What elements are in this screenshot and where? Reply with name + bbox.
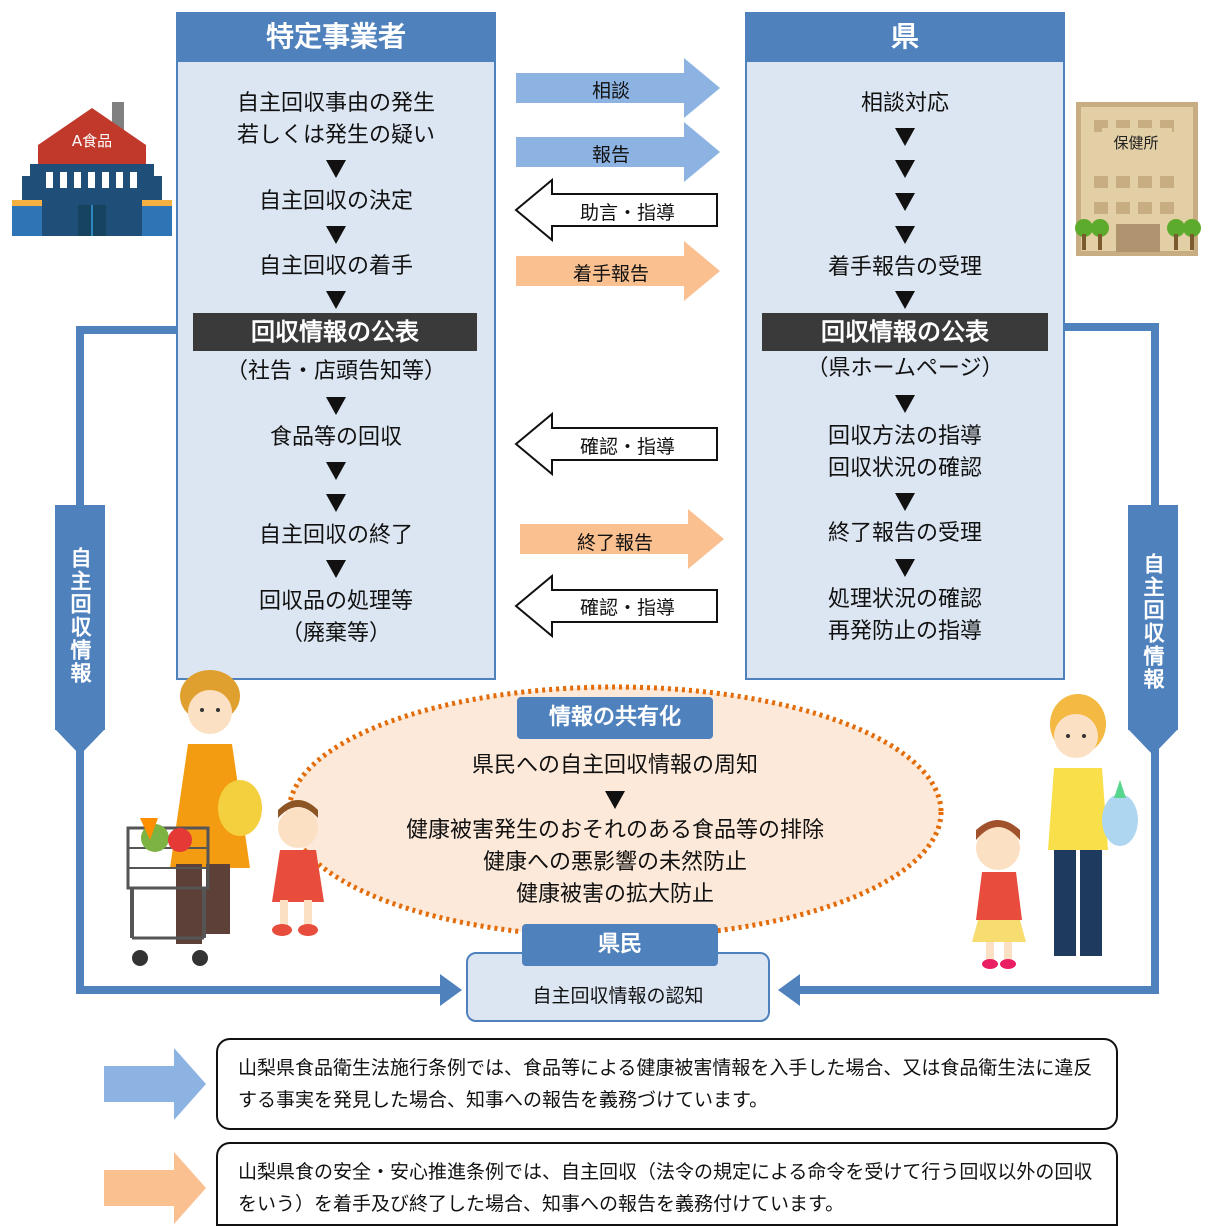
down-arrow-icon	[895, 160, 915, 178]
health-center-icon: 保健所	[1075, 102, 1201, 256]
business-operator-title: 特定事業者	[176, 12, 496, 62]
left-banner-tip	[55, 729, 105, 755]
down-arrow-icon	[895, 226, 915, 244]
left-recall-info-banner: 自主回収情報	[55, 505, 105, 730]
down-arrow-icon	[326, 160, 346, 178]
legend-note-blue: 山梨県食品衛生法施行条例では、食品等による健康被害情報を入手した場合、又は食品衛…	[216, 1038, 1118, 1130]
right-recall-info-text: 自主回収情報	[1141, 553, 1165, 691]
step-occurrence: 自主回収事由の発生 若しくは発生の疑い	[176, 88, 496, 152]
down-arrow-icon	[326, 291, 346, 309]
step-disposal-check-line2: 再発防止の指導	[827, 619, 982, 644]
end-report-label: 終了報告	[576, 532, 653, 554]
sharing-line-1: 県民への自主回収情報の周知	[471, 753, 758, 778]
right-publication-sub: （県ホームページ）	[806, 356, 1004, 381]
left-recall-info-text: 自主回収情報	[68, 547, 92, 685]
report-arrow	[516, 122, 720, 182]
right-publication-banner: 回収情報の公表	[762, 313, 1048, 351]
factory-icon: A食品	[12, 102, 172, 236]
step-disposal-line1: 回収品の処理等	[258, 589, 413, 614]
step-occurrence-line2: 若しくは発生の疑い	[236, 123, 435, 148]
right-banner-tip	[1128, 729, 1178, 755]
step-decision: 自主回収の決定	[258, 189, 413, 214]
step-end: 自主回収の終了	[258, 523, 413, 548]
down-arrow-icon	[326, 226, 346, 244]
consult-label: 相談	[591, 80, 630, 102]
step-consultation: 相談対応	[860, 91, 949, 116]
citizens-text: 自主回収情報の認知	[532, 985, 704, 1007]
step-guidance-line2: 回収状況の確認	[827, 456, 982, 481]
step-disposal: 回収品の処理等 （廃棄等）	[176, 586, 496, 650]
step-disposal-check-line1: 処理状況の確認	[827, 587, 982, 612]
consult-arrow	[516, 58, 720, 118]
down-arrow-icon	[895, 128, 915, 146]
factory-sign: A食品	[72, 132, 112, 150]
down-arrow-icon	[605, 791, 625, 809]
report-label: 報告	[591, 144, 630, 166]
step-guidance-line1: 回収方法の指導	[827, 424, 982, 449]
sharing-line-2: 健康被害発生のおそれのある食品等の排除	[405, 818, 824, 843]
prefecture-title: 県	[745, 12, 1065, 62]
down-arrow-icon	[895, 493, 915, 511]
legend-note-orange: 山梨県食の安全・安心推進条例では、自主回収（法令の規定による命令を受けて行う回収…	[216, 1142, 1118, 1226]
down-arrow-icon	[895, 291, 915, 309]
sharing-line-3: 健康への悪影響の未然防止	[482, 850, 747, 875]
information-sharing-title: 情報の共有化	[517, 697, 713, 739]
advice-label: 助言・指導	[579, 202, 675, 224]
start-report-arrow	[516, 241, 720, 301]
down-arrow-icon	[326, 560, 346, 578]
confirm-label-1: 確認・指導	[579, 436, 675, 458]
step-occurrence-line1: 自主回収事由の発生	[236, 91, 435, 116]
confirm-arrow-2	[514, 574, 718, 638]
end-report-arrow	[520, 509, 724, 569]
confirm-label-2: 確認・指導	[579, 597, 675, 619]
down-arrow-icon	[326, 462, 346, 480]
legend-blue-arrow-icon	[104, 1048, 206, 1120]
mother-daughter-illustration	[972, 694, 1138, 969]
step-guidance: 回収方法の指導 回収状況の確認	[745, 421, 1065, 485]
down-arrow-icon	[895, 559, 915, 577]
legend-orange-arrow-icon	[104, 1152, 206, 1224]
health-center-sign: 保健所	[1113, 134, 1158, 152]
step-recall-food: 食品等の回収	[269, 425, 402, 450]
down-arrow-icon	[326, 494, 346, 512]
down-arrow-icon	[895, 395, 915, 413]
sharing-line-4: 健康被害の拡大防止	[515, 882, 714, 907]
shopper-mother-child-illustration	[126, 670, 324, 966]
down-arrow-icon	[326, 397, 346, 415]
down-arrow-icon	[895, 193, 915, 211]
step-disposal-line2: （廃棄等）	[280, 621, 391, 646]
left-publication-sub: （社告・店頭告知等）	[225, 359, 446, 384]
confirm-arrow-1	[514, 412, 718, 476]
start-report-label: 着手報告	[572, 263, 649, 285]
left-publication-banner: 回収情報の公表	[193, 313, 477, 351]
advice-arrow	[514, 178, 718, 242]
step-start: 自主回収の着手	[258, 254, 413, 279]
step-disposal-check: 処理状況の確認 再発防止の指導	[745, 584, 1065, 648]
step-end-receipt: 終了報告の受理	[827, 521, 982, 546]
right-recall-info-banner: 自主回収情報	[1128, 505, 1178, 730]
citizens-title: 県民	[522, 924, 718, 966]
step-start-receipt: 着手報告の受理	[827, 255, 982, 280]
